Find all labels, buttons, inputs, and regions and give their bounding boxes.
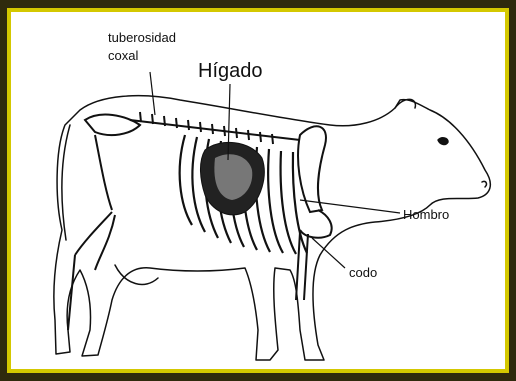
leader-tuberosidad: [150, 72, 155, 115]
humerus: [300, 210, 332, 238]
nostril: [482, 181, 486, 187]
tail: [62, 125, 70, 240]
ear: [395, 99, 415, 108]
label-tuberosidad: tuberosidad: [108, 31, 176, 44]
label-codo: codo: [349, 266, 377, 279]
pelvis: [85, 115, 140, 270]
eye: [438, 138, 448, 145]
femur: [75, 212, 112, 255]
tibia: [68, 255, 75, 330]
label-coxal: coxal: [108, 49, 138, 62]
label-higado: Hígado: [198, 61, 263, 81]
label-hombro: Hombro: [403, 208, 449, 221]
scapula: [298, 126, 326, 212]
